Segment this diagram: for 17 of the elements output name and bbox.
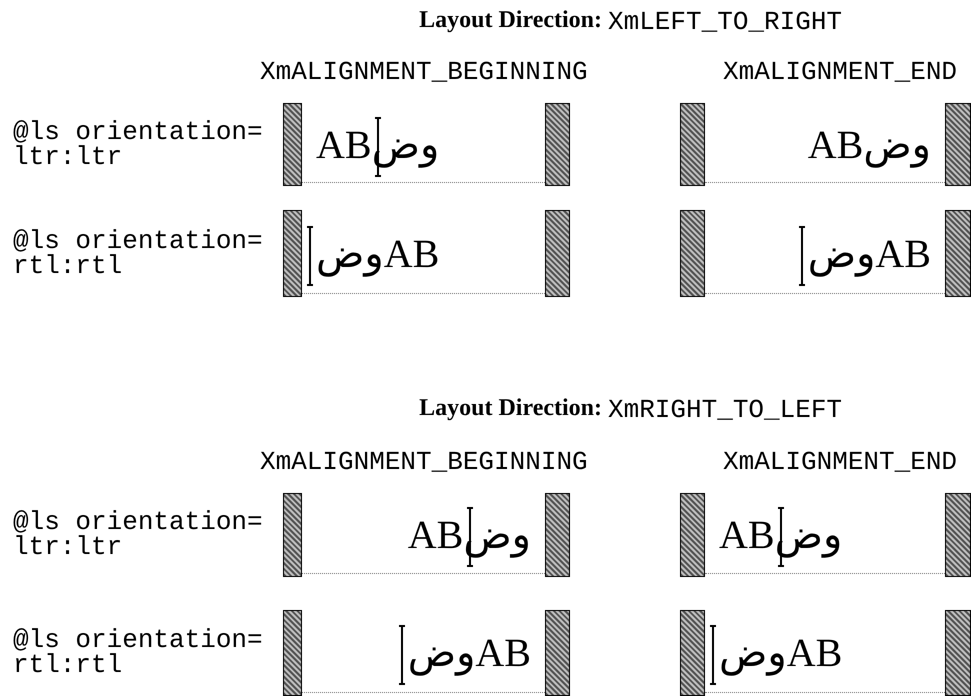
text-field: وضAB bbox=[680, 210, 971, 297]
row-label: @ls orientation= ltr:ltr bbox=[13, 120, 264, 170]
column-heading: XmALIGNMENT_END bbox=[723, 450, 958, 475]
column-heading: XmALIGNMENT_BEGINNING bbox=[260, 450, 588, 475]
title: XmRIGHT_TO_LEFT bbox=[608, 396, 842, 424]
title: Layout Direction: bbox=[419, 6, 602, 34]
text-field: وضAB bbox=[680, 610, 971, 696]
title: Layout Direction: bbox=[419, 394, 602, 422]
column-heading: XmALIGNMENT_END bbox=[723, 60, 958, 85]
row-label: @ls orientation= rtl:rtl bbox=[13, 628, 264, 678]
text-field: وضAB bbox=[283, 210, 570, 297]
column-heading: XmALIGNMENT_BEGINNING bbox=[260, 60, 588, 85]
title: XmLEFT_TO_RIGHT bbox=[608, 8, 842, 36]
text-field: وضAB bbox=[283, 610, 570, 696]
text-field: ABوض bbox=[680, 103, 971, 186]
row-label: @ls orientation= rtl:rtl bbox=[13, 228, 264, 278]
row-label: @ls orientation= ltr:ltr bbox=[13, 510, 264, 560]
